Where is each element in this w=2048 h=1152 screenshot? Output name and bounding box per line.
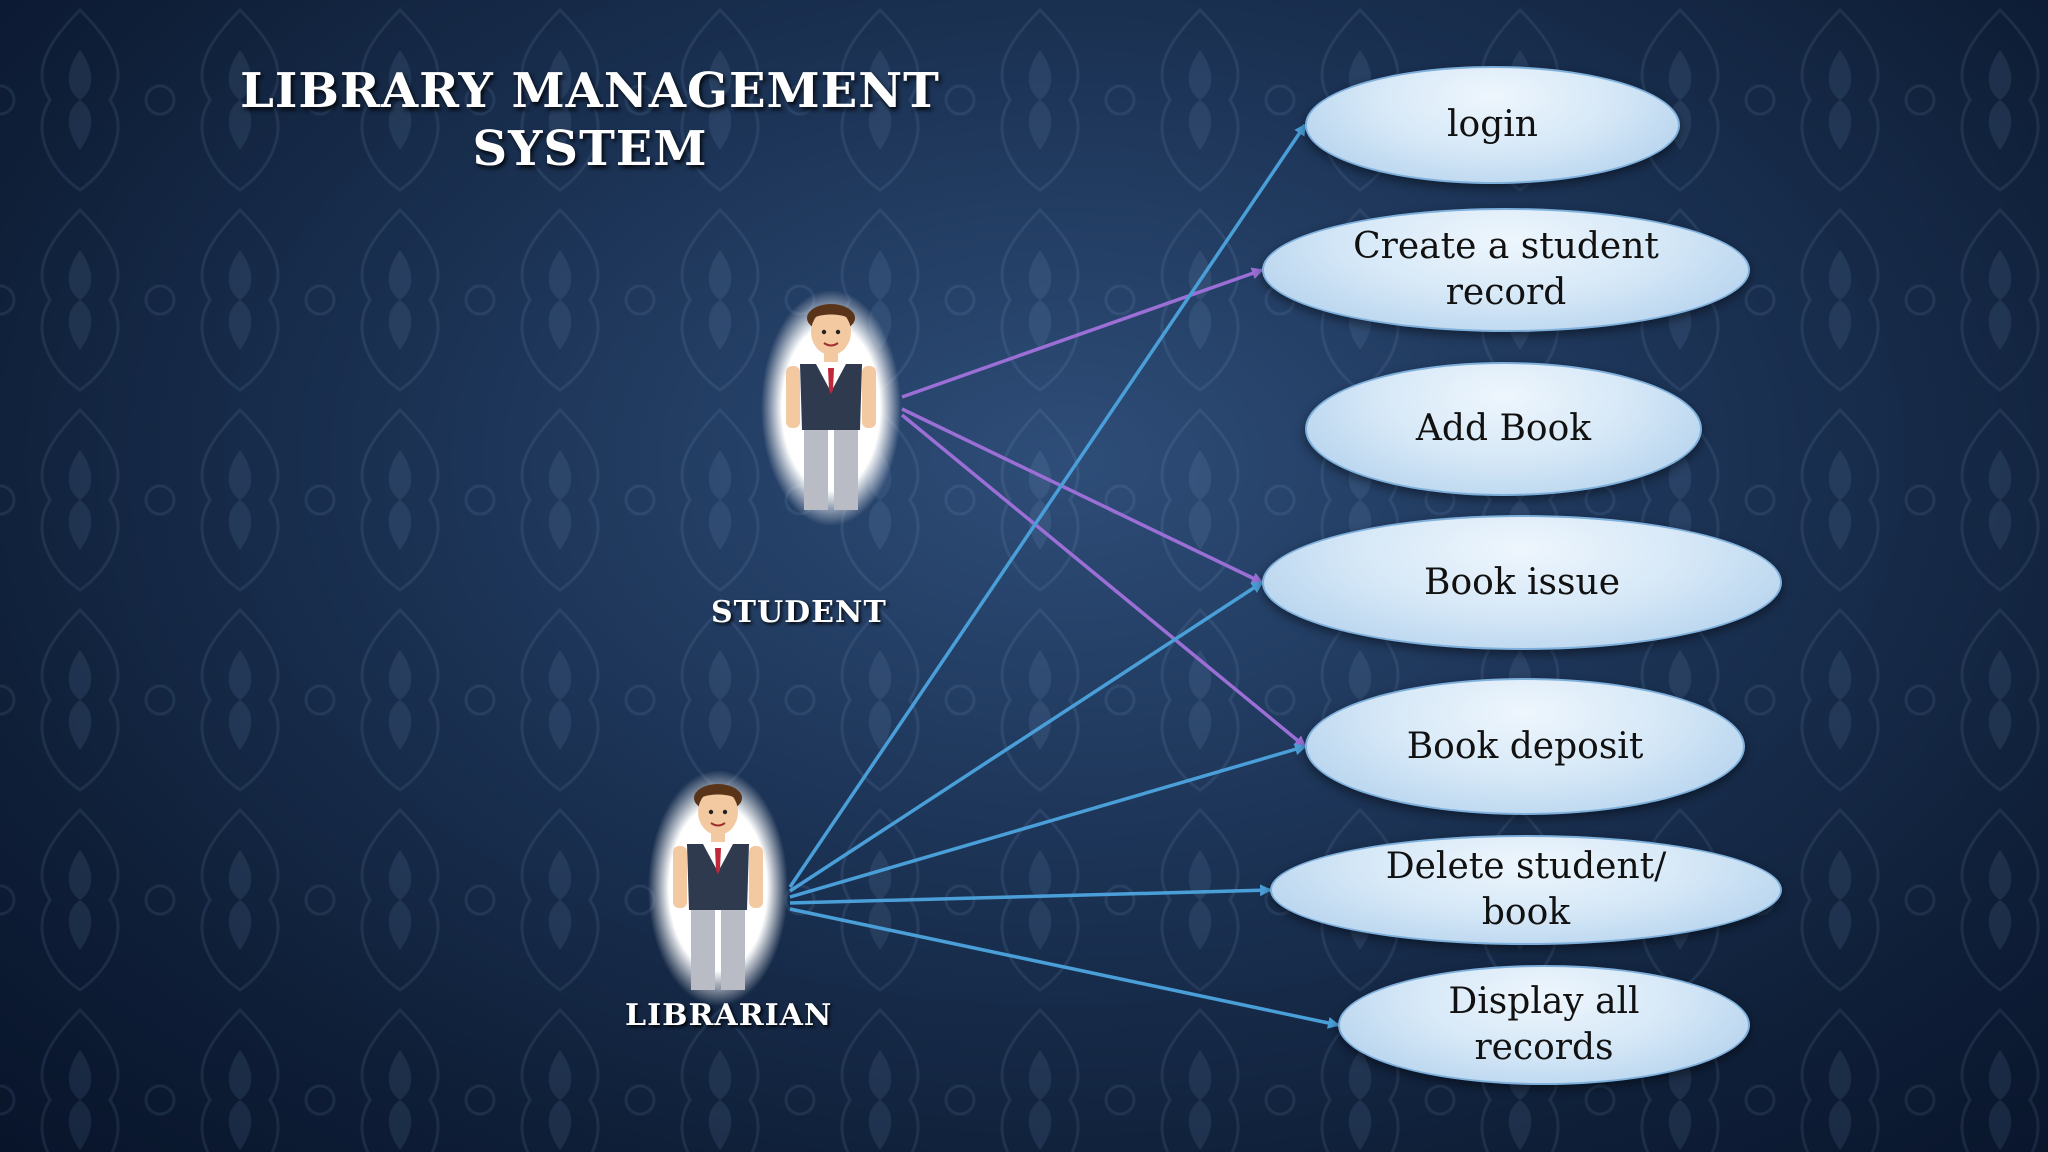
use-case-login: login [1305,66,1680,184]
use-case-delete-student-book: Delete student/ book [1270,835,1782,945]
librarian-figure-icon [648,770,788,1006]
student-figure-icon [761,290,901,526]
slide-title-line1: LIBRARY MANAGEMENT [240,63,940,119]
use-case-create-student-record: Create a student record [1262,208,1750,332]
slide-title: LIBRARY MANAGEMENT SYSTEM [150,62,1030,178]
use-case-book-deposit: Book deposit [1305,678,1745,815]
use-case-label: book [1481,892,1571,933]
association-student-to-book-issue [901,407,1264,585]
slide-title-line2: SYSTEM [472,121,708,177]
association-student-to-book-deposit [900,413,1307,748]
association-librarian-to-book-deposit [789,743,1307,899]
use-case-label: Book deposit [1406,725,1644,767]
use-case-add-book: Add Book [1305,362,1702,496]
use-case-label: Add Book [1415,408,1592,449]
use-case-label: Create a student [1353,226,1659,267]
association-librarian-to-display-all-records [789,907,1340,1029]
use-case-label: Delete student/ [1385,846,1667,887]
use-case-label: login [1447,104,1538,145]
use-case-book-issue: Book issue [1262,515,1782,650]
use-case-display-all-records: Display all records [1338,965,1750,1085]
association-librarian-to-delete-student-book [789,884,1272,905]
use-case-label: Display all [1448,981,1640,1022]
use-case-label: record [1445,272,1567,313]
use-case-label: records [1474,1027,1614,1068]
student-actor-label: STUDENT [711,595,887,630]
librarian-actor-label: LIBRARIAN [625,998,833,1033]
association-student-to-create-student-record [901,267,1264,399]
use-case-label: Book issue [1423,561,1620,603]
